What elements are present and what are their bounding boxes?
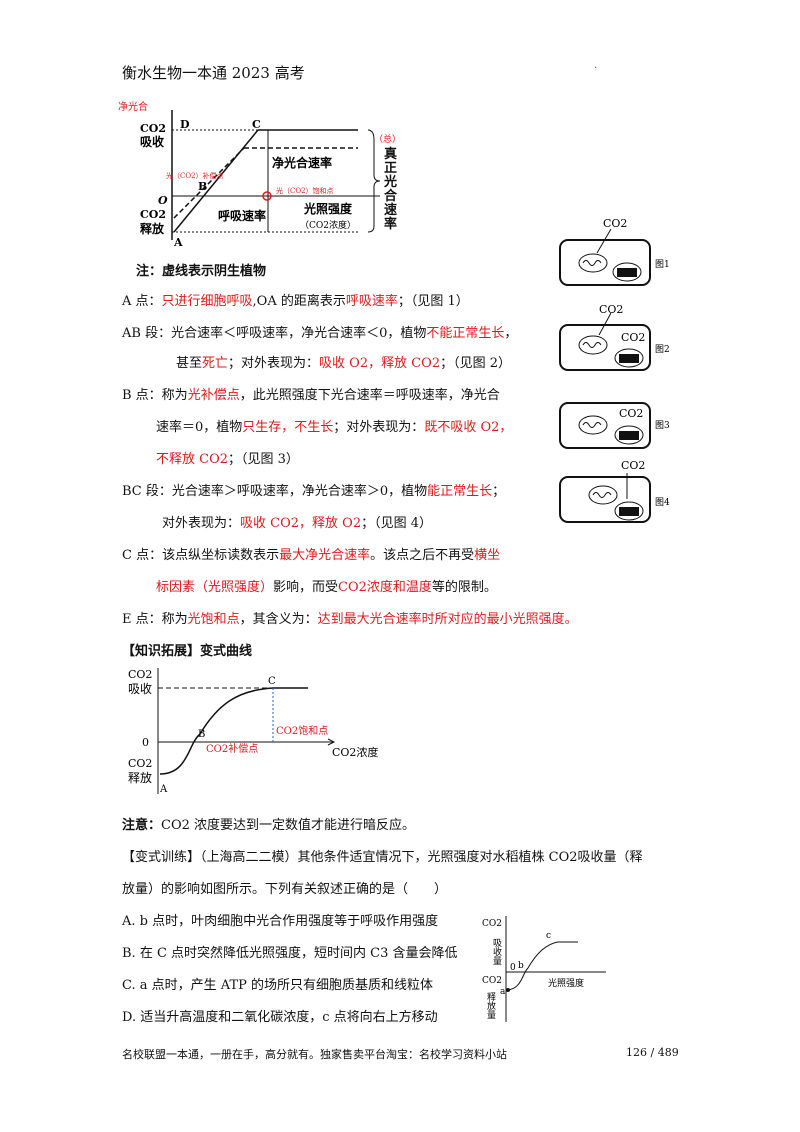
chart2-co2-bottom: CO2 — [128, 757, 152, 770]
chart1-xlabel2: （CO2浓度） — [300, 219, 356, 231]
line-b-2: 速率＝0，植物只生存，不生长；对外表现为：既不吸收 O2， — [156, 420, 513, 435]
chart1-curve — [173, 129, 259, 233]
footer-text: 名校联盟一本通，一册在手，高分就有。独家售卖平台淘宝：名校学习资料小站 — [122, 1048, 507, 1061]
chart1-co2-top: CO2 — [140, 122, 166, 135]
light-curve-chart: 净光合 CO2 吸收 CO2 释放 D C B O A 净光合速率 光（CO2）… — [118, 100, 401, 249]
line-bc-1: BC 段：光合速率＞呼吸速率，净光合速率＞0，植物能正常生长； — [122, 484, 506, 499]
chart1-ylabel: 净光合 — [118, 100, 148, 113]
cell1-label: 图1 — [655, 259, 670, 270]
line-e: E 点：称为光饱和点，其含义为：达到最大光合速率时所对应的最小光照强度。 — [122, 612, 578, 627]
chart2-pt-b: B — [198, 729, 205, 740]
line-c-2: 标因素（光照强度）影响，而受CO2浓度和温度等的限制。 — [156, 580, 497, 595]
chart2-absorb: 吸收 — [128, 682, 152, 696]
chart2-co2-top: CO2 — [128, 668, 152, 681]
chart1-net-rate: 净光合速率 — [272, 155, 332, 170]
chart3-co2-top: CO2 — [482, 919, 502, 929]
chart1-total: （总） — [374, 133, 401, 145]
chart1-absorb: 吸收 — [140, 134, 164, 149]
chart1-pt-b: B — [198, 180, 207, 193]
chart3-curve — [507, 941, 578, 991]
shade-note: 注：虚线表示阴生植物 — [136, 264, 267, 279]
cell-diagrams: CO2 图1 CO2 CO2 图2 CO2 图3 CO2 图4 — [559, 217, 670, 523]
page-number: 126 / 489 — [626, 1046, 679, 1059]
chart3-pt-c: c — [546, 931, 551, 941]
line-a: A 点：只进行细胞呼吸,OA 的距离表示呼吸速率；（见图 1） — [122, 294, 469, 309]
chart3-release: 释放量 — [485, 991, 496, 1019]
chart1-release: 释放 — [140, 221, 165, 236]
cell3-co2: CO2 — [619, 407, 643, 420]
question-stem-2: 放量）的影响如图所示。下列有关叙述正确的是（ ） — [122, 882, 448, 897]
mitochondrion-icon — [578, 415, 608, 435]
line-b-3: 不释放 CO2；（见图 3） — [156, 452, 299, 467]
chart2-curve — [159, 687, 308, 775]
option-a[interactable]: A. b 点时，叶肉细胞中光合作用强度等于呼吸作用强度 — [122, 914, 439, 929]
chart2-xlabel: CO2浓度 — [332, 745, 378, 759]
chart2-zero: 0 — [142, 736, 149, 749]
chart1-pt-a: A — [173, 236, 183, 249]
chart3-pt-b: b — [518, 961, 524, 971]
cell-figure-2: CO2 CO2 图2 — [559, 303, 670, 371]
cell-figure-1: CO2 图1 — [559, 217, 670, 286]
question-chart: CO2 吸收量 CO2 释放量 c b a 0 光照强度 — [482, 916, 606, 1022]
chart3-absorb: 吸收量 — [491, 938, 502, 965]
mitochondrion-icon — [578, 335, 608, 355]
cell1-co2: CO2 — [603, 217, 627, 230]
chart2-pt-a: A — [159, 784, 168, 795]
note-co2: 注意：CO2 浓度要达到一定数值才能进行暗反应。 — [122, 818, 416, 833]
chart1-sat-marker — [262, 191, 272, 201]
chart2-release: 释放 — [128, 770, 152, 785]
chart2-comp-label: CO2补偿点 — [206, 742, 258, 755]
chart2-sat-label: CO2饱和点 — [276, 725, 328, 737]
chart3-zero: 0 — [510, 963, 516, 973]
chart2-pt-c: C — [268, 676, 276, 687]
chart1-resp-rate: 呼吸速率 — [218, 208, 266, 223]
chloroplast-icon — [614, 501, 644, 521]
cell2-co2-out: CO2 — [599, 303, 623, 316]
mitochondrion-icon — [578, 253, 608, 273]
chart1-co2-bottom: CO2 — [140, 208, 166, 221]
cell4-label: 图4 — [655, 497, 670, 508]
chloroplast-icon — [612, 262, 642, 282]
arrow-icon — [598, 312, 612, 336]
line-bc-2: 对外表现为：吸收 CO2，释放 O2；（见图 4） — [162, 516, 432, 531]
question-stem-1: 【变式训练】（上海高二二模）其他条件适宜情况下，光照强度对水稻植株 CO2吸收量… — [122, 850, 643, 865]
line-c-1: C 点：该点纵坐标读数表示最大净光合速率。该点之后不再受横坐 — [122, 548, 501, 563]
chart3-pt-a: a — [500, 987, 506, 997]
chart3-co2-bottom: CO2 — [482, 976, 502, 986]
chart1-pt-o: O — [158, 194, 168, 207]
chart1-xlabel: 光照强度 — [303, 201, 353, 216]
chart1-big-brace — [367, 129, 381, 233]
cell4-co2: CO2 — [621, 459, 645, 472]
cell-figure-3: CO2 图3 — [559, 402, 670, 449]
option-d[interactable]: D. 适当升高温度和二氧化碳浓度，c 点将向右上方移动 — [122, 1010, 438, 1025]
cell3-label: 图3 — [655, 420, 670, 431]
chart1-true-rate: 真正光合速率 — [384, 147, 398, 232]
chart1-shade-curve — [173, 147, 245, 219]
option-b[interactable]: B. 在 C 点时突然降低光照强度，短时间内 C3 含量会降低 — [122, 946, 458, 961]
line-ab-1: AB 段：光合速率＜呼吸速率，净光合速率＜0，植物不能正常生长， — [122, 326, 518, 341]
chart1-comp-label: 光（CO2）补偿点 — [166, 171, 224, 180]
cell2-label: 图2 — [655, 344, 670, 355]
option-c[interactable]: C. a 点时，产生 ATP 的场所只有细胞质基质和线粒体 — [122, 978, 433, 993]
cell2-co2: CO2 — [621, 331, 645, 344]
chloroplast-icon — [614, 425, 644, 445]
page-header: 衡水生物一本通 2023 高考 — [122, 64, 305, 82]
chart1-sat-label: 光（CO2）饱和点 — [276, 186, 334, 195]
extension-title: 【知识拓展】变式曲线 — [122, 644, 253, 659]
cell-figure-4: CO2 图4 — [559, 459, 670, 523]
chart3-xlabel: 光照强度 — [548, 977, 584, 989]
line-b-1: B 点：称为光补偿点，此光照强度下光合速率＝呼吸速率，净光合 — [122, 388, 500, 403]
chart1-pt-c: C — [252, 118, 261, 131]
co2-curve-chart: CO2 吸收 0 CO2 释放 C B A CO2饱和点 CO2补偿点 CO2浓… — [128, 668, 378, 795]
chart1-pt-d: D — [180, 118, 190, 131]
arrow-icon — [596, 228, 612, 254]
mitochondrion-icon — [588, 485, 618, 505]
line-ab-2: 甚至死亡；对外表现为：吸收 O2，释放 CO2；（见图 2） — [176, 356, 512, 371]
chloroplast-icon — [614, 348, 644, 368]
header-dot: . — [594, 60, 598, 71]
